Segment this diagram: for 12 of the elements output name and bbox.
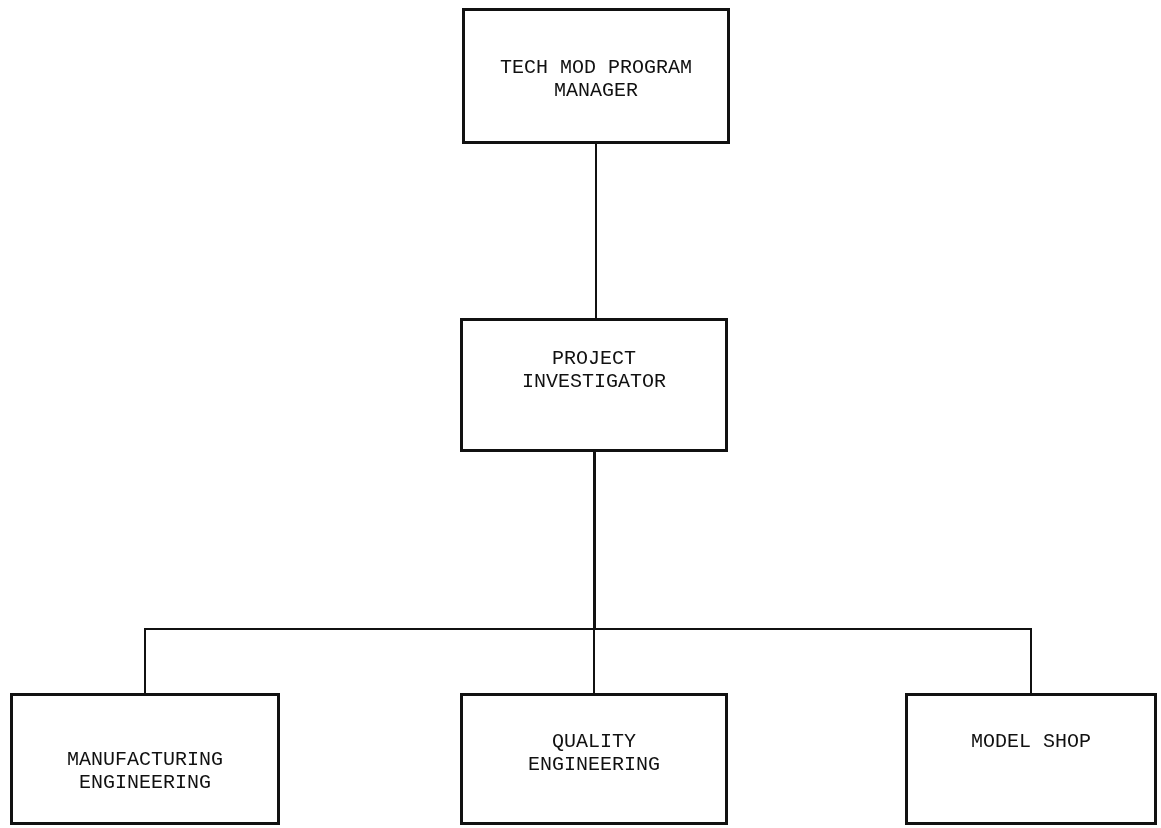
connector-line	[593, 451, 595, 694]
org-box	[462, 8, 730, 144]
role-label: PROJECT INVESTIGATOR	[521, 347, 667, 393]
org-box	[10, 693, 280, 825]
org-box	[905, 693, 1157, 825]
role-label: TECH MOD PROGRAM MANAGER	[499, 56, 693, 102]
connector-line	[595, 143, 597, 319]
role-label: MANUFACTURING ENGINEERING	[66, 748, 224, 794]
role-label: QUALITY ENGINEERING	[527, 730, 661, 776]
org-box	[460, 318, 728, 452]
role-label: MODEL SHOP	[970, 730, 1092, 753]
org-box	[460, 693, 728, 825]
